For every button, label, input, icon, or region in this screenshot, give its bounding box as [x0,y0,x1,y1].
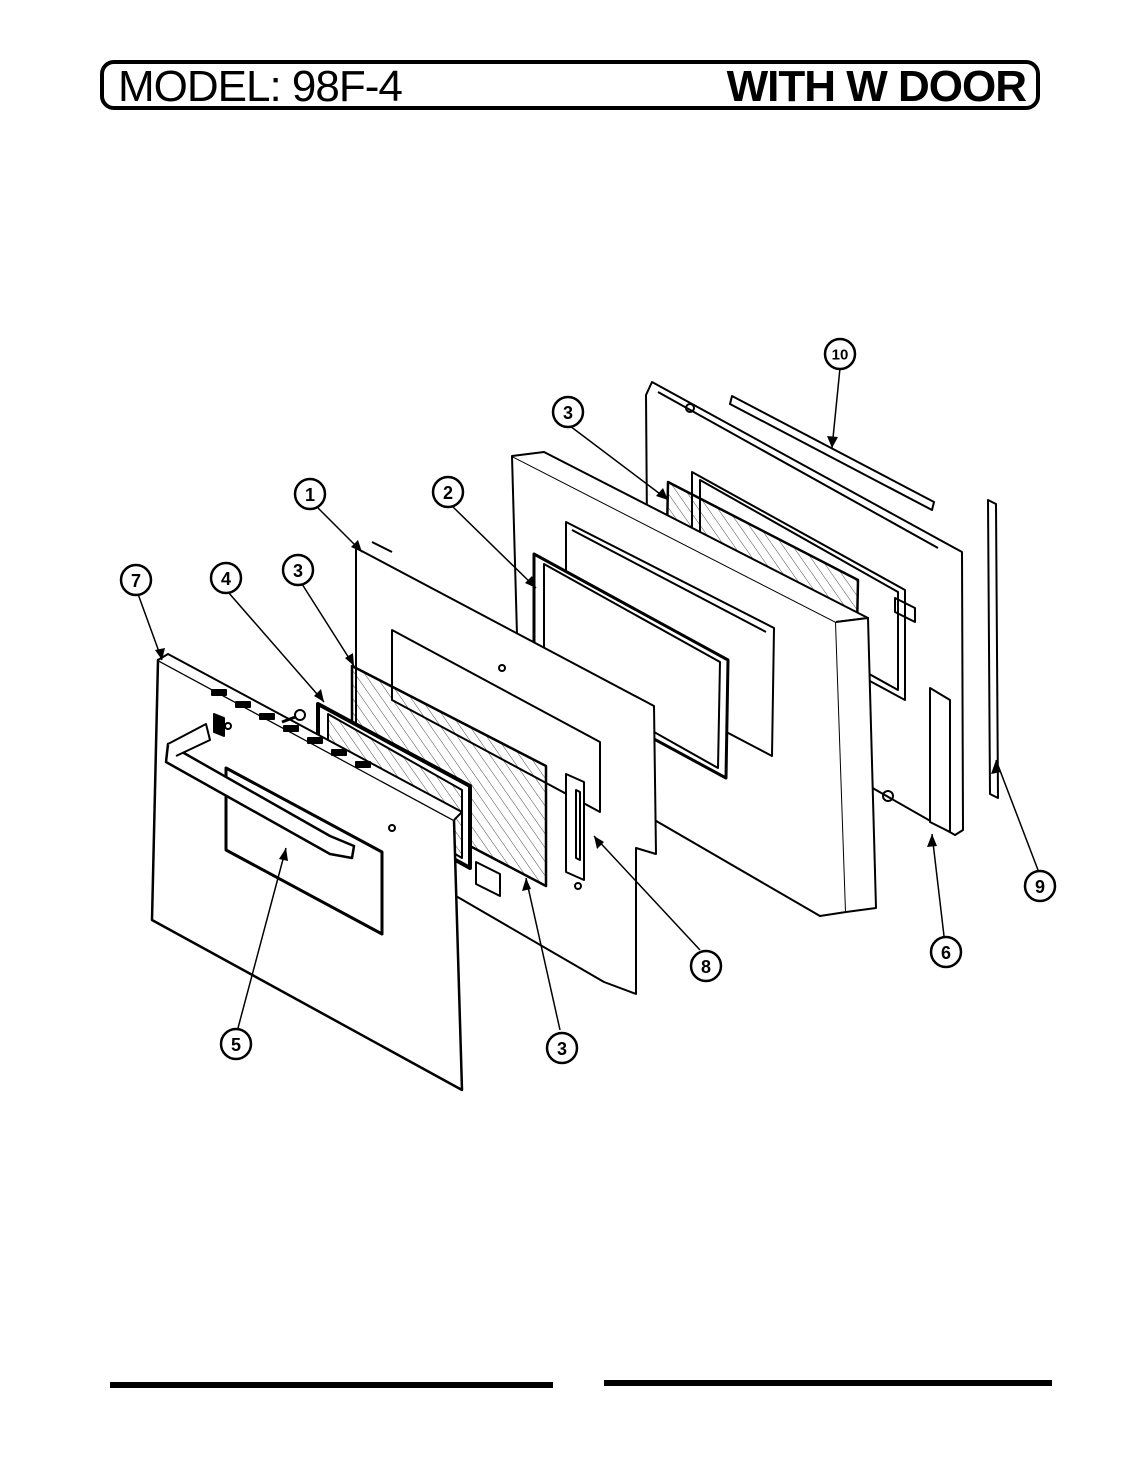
callout-label-5: 5 [231,1035,241,1055]
callout-circle-7 [119,563,153,597]
callout-label-7: 7 [131,571,141,591]
callout-label-3-mid: 3 [293,561,303,581]
callout-circle-8 [689,949,723,983]
callout-label-8: 8 [701,957,711,977]
callout-label-3-bottom: 3 [557,1039,567,1059]
glass-pack-frame [532,552,730,780]
callout-label-2: 2 [443,483,453,503]
leader-lines [137,367,1039,1031]
model-header: MODEL: 98F-4 WITH W DOOR [100,60,1040,110]
callout-circle-2 [431,475,465,509]
arrowheads [155,436,1001,891]
callout-circle-9 [1023,869,1057,903]
screw [281,709,306,724]
callout-circle-3-mid [281,553,315,587]
callout-circle-3-top [551,395,585,429]
footer-rule-right [604,1380,1052,1386]
callout-label-1: 1 [305,485,315,505]
callout-circle-5 [219,1027,253,1061]
callout-label-6: 6 [941,943,951,963]
callout-circle-10 [823,337,857,371]
top-trim-strip [729,395,935,511]
callout-circle-4 [209,561,243,595]
model-label: MODEL: 98F-4 [118,62,403,111]
side-trim-strip [987,499,999,799]
callout-circle-3-bottom [545,1031,579,1065]
footer-rule-left [110,1382,553,1388]
door-handle [164,713,356,860]
callout-label-10: 10 [832,347,849,364]
callout-circle-1 [293,477,327,511]
callout-label-3-top: 3 [563,403,573,423]
hinge-bracket [565,773,585,881]
callout-label-4: 4 [221,569,231,589]
door-title: WITH W DOOR [726,62,1027,111]
callout-label-9: 9 [1035,877,1045,897]
callout-circle-6 [929,935,963,969]
